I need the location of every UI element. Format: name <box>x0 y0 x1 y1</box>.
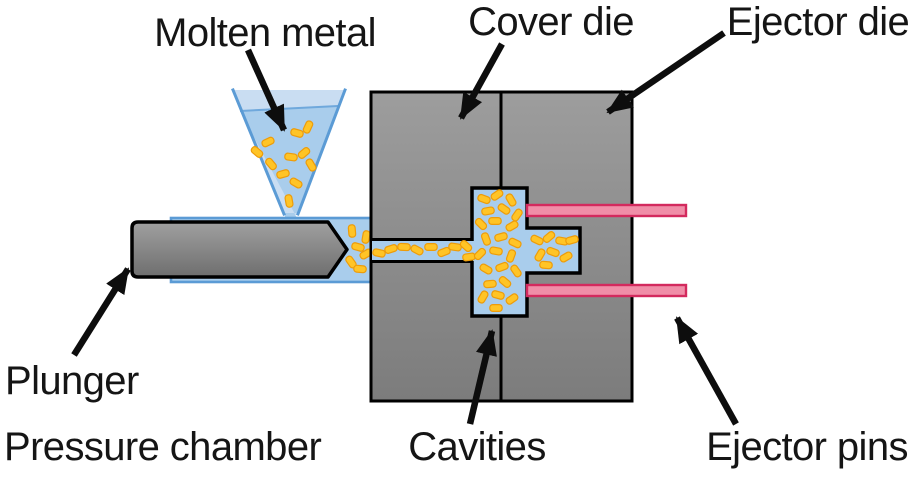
metal-particle <box>424 242 438 252</box>
molten-metal-arrow <box>245 48 287 132</box>
metal-particle <box>479 263 493 275</box>
metal-particle <box>505 193 517 207</box>
metal-particle <box>265 157 277 171</box>
metal-particle <box>489 246 503 256</box>
label-cover-die: Cover die <box>468 0 634 44</box>
metal-particle <box>284 152 298 162</box>
ejector-pins-arrow <box>674 316 739 426</box>
runner-channel <box>371 238 476 263</box>
metal-particle <box>384 244 398 254</box>
metal-particle <box>462 252 476 262</box>
metal-particle <box>483 279 497 289</box>
metal-particle <box>488 216 502 226</box>
metal-particle <box>474 217 488 231</box>
metal-particle <box>276 169 290 179</box>
metal-particle <box>361 230 371 244</box>
metal-particle <box>397 242 411 252</box>
plunger-shape <box>130 220 349 279</box>
label-pressure-chamber: Pressure chamber <box>4 425 321 469</box>
cover-die-arrow <box>458 42 505 120</box>
metal-particle <box>284 194 294 208</box>
metal-particle <box>510 264 522 278</box>
plunger-arrow <box>71 267 131 357</box>
metal-particle <box>250 146 264 158</box>
runner-particles <box>372 239 476 262</box>
metal-particle <box>261 136 275 148</box>
metal-particle <box>459 239 473 253</box>
label-molten-metal: Molten metal <box>154 11 376 55</box>
metal-particle <box>497 203 511 215</box>
metal-particle <box>289 177 303 189</box>
metal-particle <box>347 224 357 238</box>
metal-particle <box>372 248 386 258</box>
label-cavities: Cavities <box>408 425 545 469</box>
metal-particle <box>539 260 553 270</box>
metal-particle <box>410 244 424 256</box>
metal-particle <box>297 147 311 159</box>
metal-particle <box>565 235 579 245</box>
metal-particle <box>490 189 504 201</box>
metal-particle <box>505 293 519 305</box>
metal-particle <box>481 206 495 216</box>
label-ejector-die: Ejector die <box>727 0 909 44</box>
metal-particle <box>495 261 509 273</box>
funnel-particles <box>250 120 317 208</box>
metal-particle <box>534 248 546 262</box>
metal-particle <box>477 193 491 205</box>
metal-particle <box>473 247 487 261</box>
metal-particle <box>511 208 523 222</box>
liquid-surface-line <box>239 105 339 112</box>
metal-particle <box>448 242 462 252</box>
metal-particle <box>489 303 503 313</box>
ejector-die-arrow <box>606 30 726 115</box>
cavities-arrow <box>466 329 497 425</box>
metal-particle <box>480 232 492 246</box>
metal-particle <box>491 290 505 300</box>
cavity-extension-particles <box>530 231 579 270</box>
pouring-funnel <box>231 88 347 218</box>
metal-particle <box>508 237 522 249</box>
label-plunger: Plunger <box>5 359 139 403</box>
metal-particle <box>505 220 519 232</box>
ejector-pin-top <box>525 203 688 218</box>
metal-particle <box>546 246 560 258</box>
metal-particle <box>302 120 314 134</box>
metal-particle <box>559 251 573 263</box>
cavity-particles <box>473 189 523 313</box>
metal-particle <box>290 128 304 138</box>
metal-particle <box>494 232 508 242</box>
metal-particle <box>542 231 556 243</box>
metal-particle <box>498 276 512 288</box>
chamber-particles <box>345 224 373 274</box>
metal-particle <box>305 158 317 172</box>
metal-particle <box>351 242 365 252</box>
metal-particle <box>505 249 517 263</box>
ejector-pin-bottom <box>525 283 688 298</box>
metal-particle <box>353 264 367 274</box>
funnel-liquid <box>240 106 338 218</box>
funnel-right-wall <box>296 88 347 216</box>
metal-particle <box>477 290 489 304</box>
label-ejector-pins: Ejector pins <box>706 425 908 469</box>
metal-particle <box>530 234 544 246</box>
